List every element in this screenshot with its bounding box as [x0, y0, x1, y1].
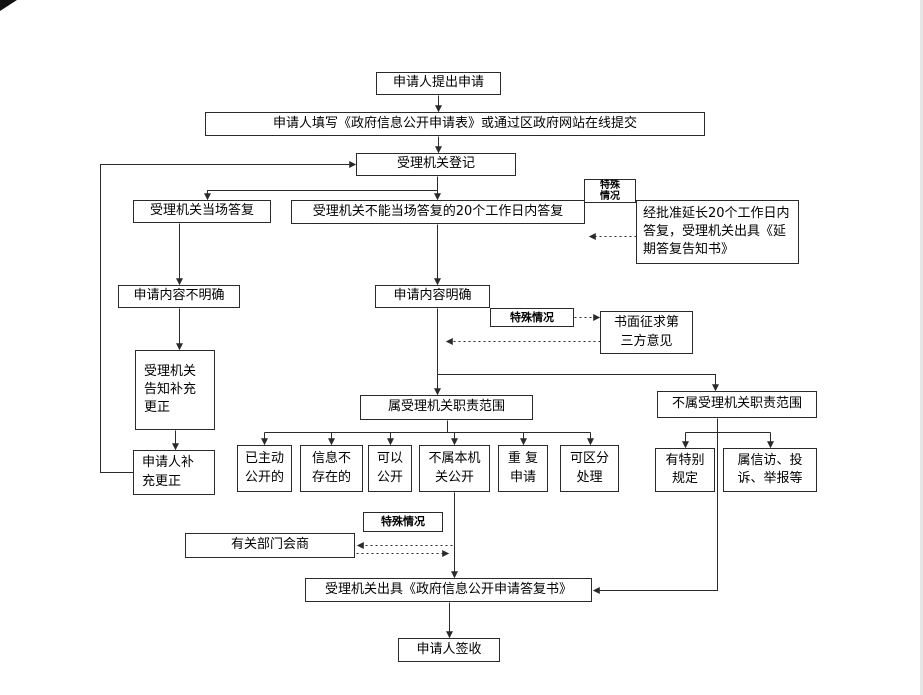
- node-can-public: 可以公开: [368, 445, 412, 492]
- node-register: 受理机关登记: [356, 153, 516, 176]
- node-special-case-extension: 特殊情况: [584, 179, 636, 203]
- corner-artifact: [0, 0, 17, 11]
- node-special-rule: 有特别规定: [655, 448, 715, 492]
- node-notify-supplement: 受理机关告知补充更正: [135, 350, 215, 430]
- node-special-case-consult: 特殊情况: [363, 512, 443, 532]
- node-not-this-organ: 不属本机关公开: [419, 445, 490, 492]
- node-fill-form: 申请人填写《政府信息公开申请表》或通过区政府网站在线提交: [205, 112, 705, 136]
- node-repeat-apply: 重 复申请: [498, 445, 548, 492]
- node-already-public: 已主动公开的: [237, 445, 292, 492]
- node-special-case-third-party: 特殊情况: [490, 308, 574, 327]
- node-dept-consult: 有关部门会商: [185, 533, 355, 558]
- edge-outscope-replydoc: [592, 418, 718, 594]
- node-applicant-supplement: 申请人补充更正: [133, 450, 215, 495]
- node-separable-handle: 可区分处理: [560, 445, 619, 492]
- window-edge: [920, 0, 923, 695]
- node-apply-start: 申请人提出申请: [376, 72, 501, 95]
- node-content-clear: 申请内容明确: [375, 285, 490, 308]
- node-info-not-exist: 信息不存在的: [300, 445, 363, 492]
- node-reply-document: 受理机关出具《政府信息公开申请答复书》: [305, 578, 592, 602]
- edge-clear-outscope: [437, 374, 719, 392]
- node-petition-complaint: 属信访、投诉、举报等: [723, 448, 817, 492]
- node-extension: 经批准延长20个工作日内答复，受理机关出具《延期答复告知书》: [636, 200, 799, 264]
- node-reply-within-20days: 受理机关不能当场答复的20个工作日内答复: [291, 200, 585, 224]
- edge-register-onspot: [204, 190, 438, 201]
- node-content-unclear: 申请内容不明确: [118, 285, 240, 308]
- node-out-of-scope: 不属受理机关职责范围: [657, 391, 817, 418]
- node-sign-receive: 申请人签收: [398, 638, 500, 662]
- node-third-party-opinion: 书面征求第三方意见: [600, 311, 693, 354]
- node-in-scope: 属受理机关职责范围: [360, 395, 533, 420]
- edge-supplement-register-loop: [100, 161, 357, 473]
- node-onspot-reply: 受理机关当场答复: [133, 200, 271, 223]
